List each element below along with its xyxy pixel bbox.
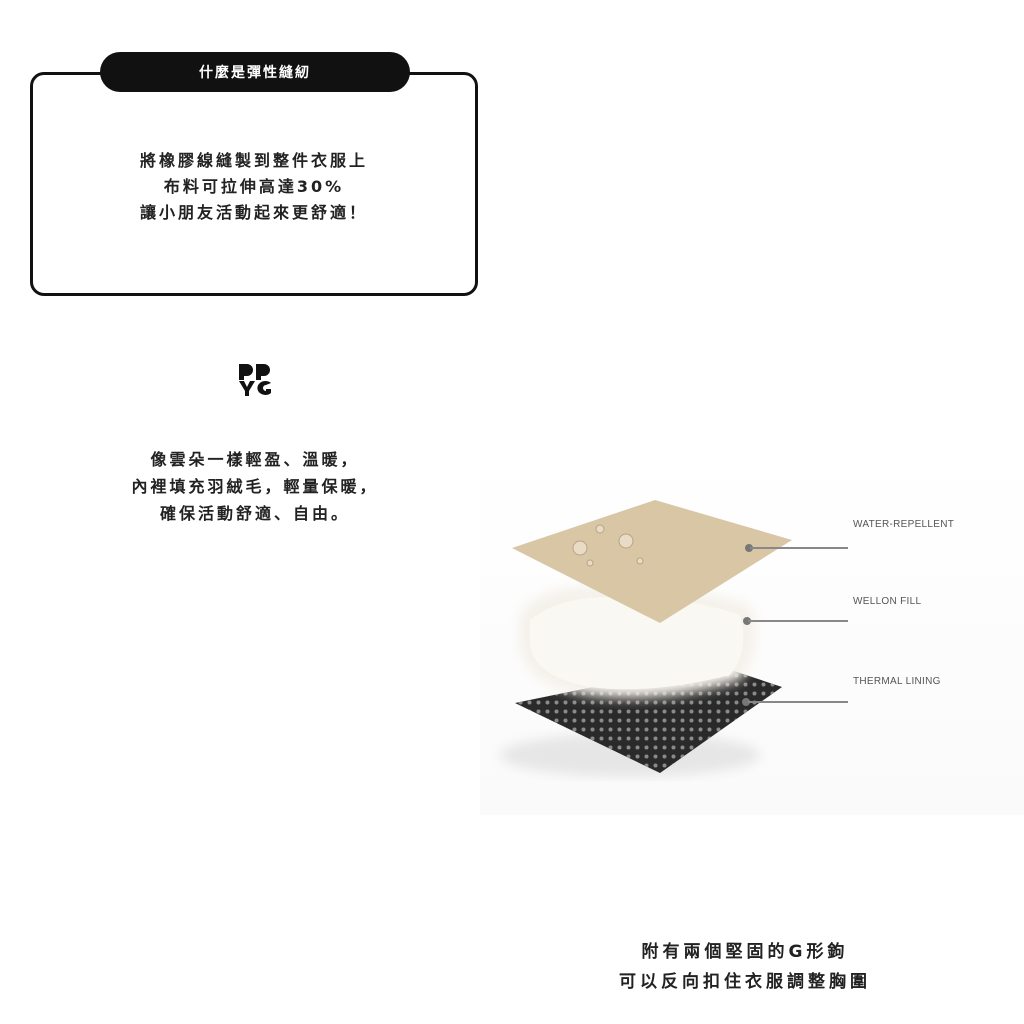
leader-line	[750, 547, 848, 549]
card-line: 布料可拉伸高達30%	[163, 177, 345, 196]
leader-line	[748, 701, 848, 703]
card-line: 將橡膠線縫製到整件衣服上	[139, 151, 368, 170]
layer-illustration	[500, 500, 792, 777]
marker-dot	[742, 698, 750, 706]
down-fill-description: 像雲朵一樣輕盈、溫暖， 內裡填充羽絨毛，輕量保暖， 確保活動舒適、自由。	[80, 446, 430, 527]
brand-logo-icon	[239, 364, 271, 396]
marker-dot	[743, 617, 751, 625]
layer-label-thermal-lining: THERMAL LINING	[853, 676, 941, 687]
desc-line: 內裡填充羽絨毛，輕量保暖，	[131, 477, 379, 496]
desc-line: 確保活動舒適、自由。	[159, 504, 350, 523]
desc-line: 可以反向扣住衣服調整胸圍	[619, 972, 871, 992]
marker-dot	[745, 544, 753, 552]
desc-line: 附有兩個堅固的G形鉤	[641, 942, 849, 962]
g-hook-description: 附有兩個堅固的G形鉤 可以反向扣住衣服調整胸圍	[560, 937, 930, 997]
layer-label-water-repellent: WATER-REPELLENT	[853, 519, 955, 530]
card-body: 將橡膠線縫製到整件衣服上 布料可拉伸高達30% 讓小朋友活動起來更舒適！	[30, 148, 478, 226]
layer-label-wellon-fill: WELLON FILL	[853, 596, 922, 607]
fabric-layer-diagram: WATER-REPELLENT WELLON FILL THERMAL LINI…	[480, 455, 1024, 815]
card-title: 什麼是彈性縫紉	[100, 52, 410, 92]
desc-line: 像雲朵一樣輕盈、溫暖，	[150, 450, 360, 469]
leader-line	[748, 620, 848, 622]
card-line: 讓小朋友活動起來更舒適！	[139, 203, 368, 222]
